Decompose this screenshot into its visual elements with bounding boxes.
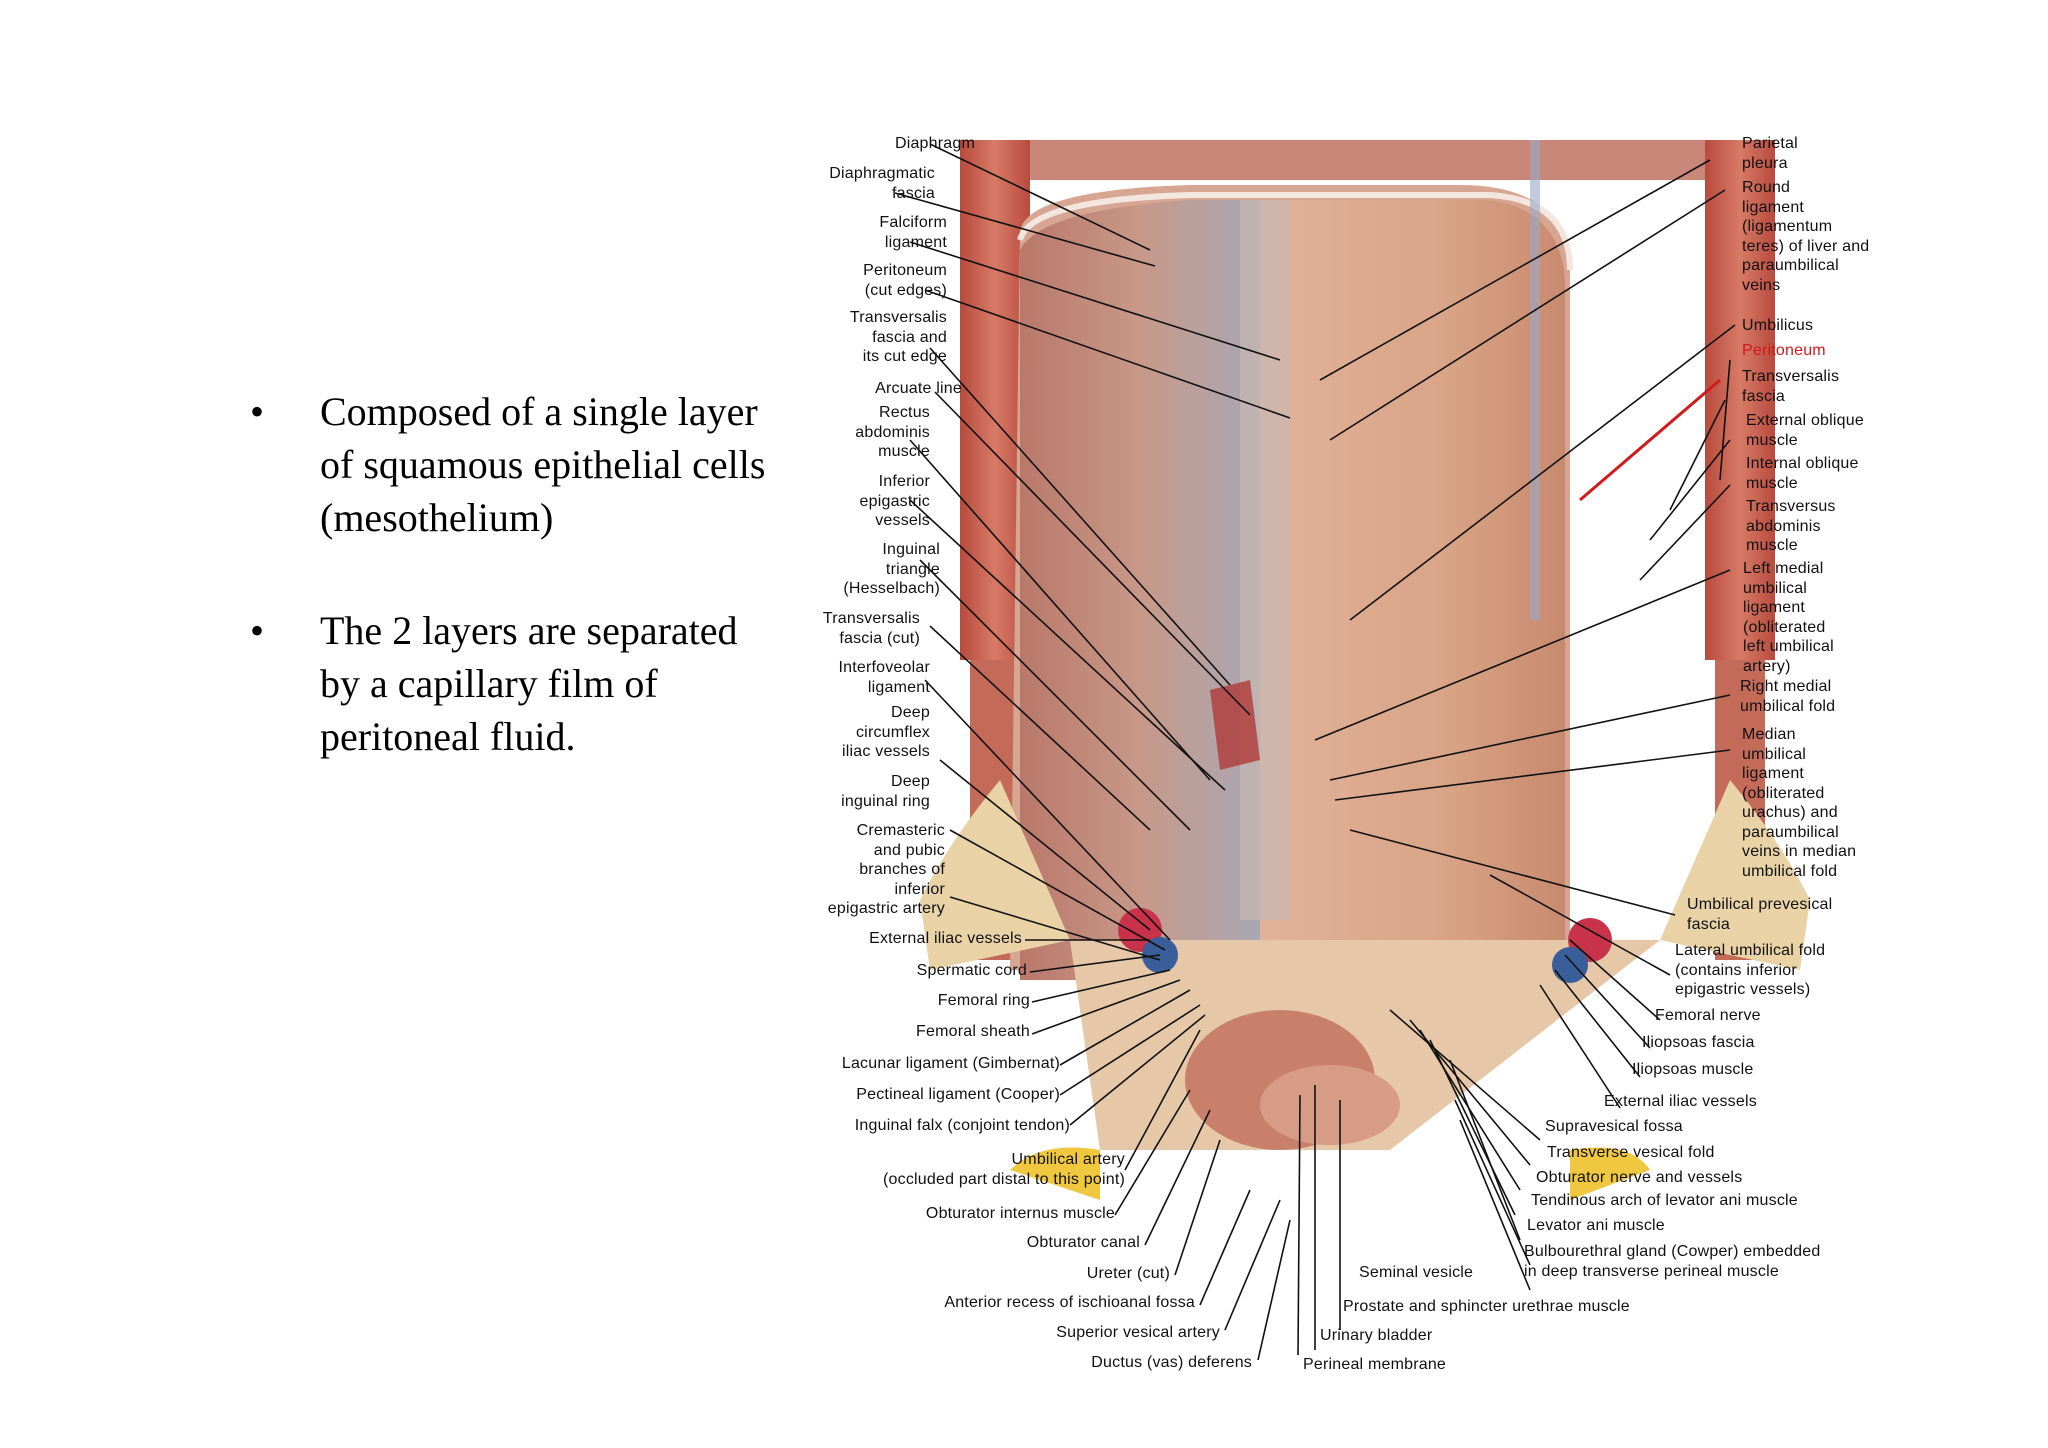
label-diaphragm: Diaphragm — [894, 135, 975, 152]
label-transversalis-fascia: Transversalis fascia — [1742, 368, 1840, 405]
label-rectus-abdominis-muscle: Rectus abdominis muscle — [855, 404, 930, 460]
label-external-oblique-muscle: External oblique muscle — [1746, 412, 1864, 449]
label-seminal-vesicle: Seminal vesicle — [1359, 1264, 1474, 1281]
abdominal-wall-illustration — [894, 140, 1810, 1361]
label-pectineal-ligament: Pectineal ligament (Cooper) — [856, 1086, 1060, 1103]
label-obturator-internus-muscle: Obturator internus muscle — [925, 1205, 1115, 1222]
label-iliopsoas-fascia: Iliopsoas fascia — [1642, 1034, 1755, 1051]
label-transversus-abdominis-muscle: Transversus abdominis muscle — [1746, 498, 1836, 554]
label-prostate-sphincter-urethrae: Prostate and sphincter urethrae muscle — [1343, 1298, 1630, 1315]
label-diaphragmatic-fascia: Diaphragmatic fascia — [829, 165, 935, 202]
label-urinary-bladder: Urinary bladder — [1320, 1327, 1433, 1344]
label-external-iliac-vessels-right: External iliac vessels — [1604, 1093, 1757, 1110]
label-deep-inguinal-ring: Deep inguinal ring — [841, 773, 930, 810]
label-femoral-nerve: Femoral nerve — [1655, 1007, 1761, 1024]
label-umbilical-artery: Umbilical artery (occluded part distal t… — [883, 1151, 1125, 1188]
bullet-marker: • — [250, 389, 265, 434]
label-femoral-ring: Femoral ring — [937, 992, 1030, 1009]
label-ductus-deferens: Ductus (vas) deferens — [1091, 1354, 1252, 1371]
label-anterior-recess-ischioanal-fossa: Anterior recess of ischioanal fossa — [944, 1294, 1195, 1311]
label-lateral-umbilical-fold: Lateral umbilical fold (contains inferio… — [1675, 942, 1826, 998]
label-perineal-membrane: Perineal membrane — [1303, 1356, 1447, 1373]
label-levator-ani-muscle: Levator ani muscle — [1527, 1217, 1665, 1234]
label-median-umbilical-ligament: Median umbilical ligament (obliterated u… — [1742, 726, 1857, 880]
label-tendinous-arch-levator-ani: Tendinous arch of levator ani muscle — [1531, 1192, 1798, 1209]
label-obturator-nerve-vessels: Obturator nerve and vessels — [1536, 1169, 1743, 1186]
bullet-item: • The 2 layers are separated by a capill… — [250, 604, 770, 763]
label-obturator-canal: Obturator canal — [1026, 1234, 1140, 1251]
label-inguinal-triangle: Inguinal triangle (Hesselbach) — [843, 541, 940, 597]
label-round-ligament: Round ligament (ligamentum teres) of liv… — [1742, 179, 1870, 294]
label-external-iliac-vessels-left: External iliac vessels — [869, 930, 1022, 947]
label-inferior-epigastric-vessels: Inferior epigastric vessels — [859, 473, 930, 529]
label-supravesical-fossa: Supravesical fossa — [1545, 1118, 1683, 1135]
label-ureter-cut: Ureter (cut) — [1086, 1265, 1170, 1282]
anatomy-figure: Diaphragm Diaphragmatic fascia Falciform… — [770, 135, 1910, 1390]
bullet-item: • Composed of a single layer of squamous… — [250, 385, 770, 544]
label-interfoveolar-ligament: Interfoveolar ligament — [838, 659, 930, 696]
label-deep-circumflex-iliac-vessels: Deep circumflex iliac vessels — [842, 704, 930, 760]
bullet-marker: • — [250, 608, 265, 653]
label-inguinal-falx: Inguinal falx (conjoint tendon) — [854, 1117, 1070, 1134]
label-umbilical-prevesical-fascia: Umbilical prevesical fascia — [1687, 896, 1833, 933]
label-peritoneum: Peritoneum — [1742, 342, 1826, 359]
label-femoral-sheath: Femoral sheath — [916, 1023, 1030, 1040]
label-arcuate-line: Arcuate line — [875, 380, 962, 397]
label-iliopsoas-muscle: Iliopsoas muscle — [1632, 1061, 1754, 1078]
label-peritoneum-cut-edges: Peritoneum (cut edges) — [863, 262, 947, 299]
label-cremasteric-pubic-branches: Cremasteric and pubic branches of inferi… — [827, 822, 945, 917]
label-lacunar-ligament: Lacunar ligament (Gimbernat) — [841, 1055, 1060, 1072]
label-transversalis-fascia-cut: Transversalis fascia (cut) — [822, 610, 920, 647]
label-left-medial-umbilical-ligament: Left medial umbilical ligament (oblitera… — [1743, 560, 1834, 675]
label-bulbourethral-gland: Bulbourethral gland (Cowper) embedded in… — [1524, 1243, 1821, 1280]
bullet-list: • Composed of a single layer of squamous… — [250, 385, 770, 823]
label-parietal-pleura: Parietal pleura — [1742, 135, 1798, 172]
label-umbilicus: Umbilicus — [1742, 317, 1814, 334]
bullet-text: Composed of a single layer of squamous e… — [320, 389, 766, 540]
bullet-text: The 2 layers are separated by a capillar… — [320, 608, 738, 759]
label-spermatic-cord: Spermatic cord — [916, 962, 1027, 979]
label-superior-vesical-artery: Superior vesical artery — [1056, 1324, 1220, 1341]
label-right-medial-umbilical-fold: Right medial umbilical fold — [1740, 678, 1836, 715]
label-transversalis-fascia-cut-edge: Transversalis fascia and its cut edge — [849, 309, 947, 365]
label-internal-oblique-muscle: Internal oblique muscle — [1746, 455, 1859, 492]
label-transverse-vesical-fold: Transverse vesical fold — [1547, 1144, 1715, 1161]
label-falciform-ligament: Falciform ligament — [879, 214, 947, 251]
